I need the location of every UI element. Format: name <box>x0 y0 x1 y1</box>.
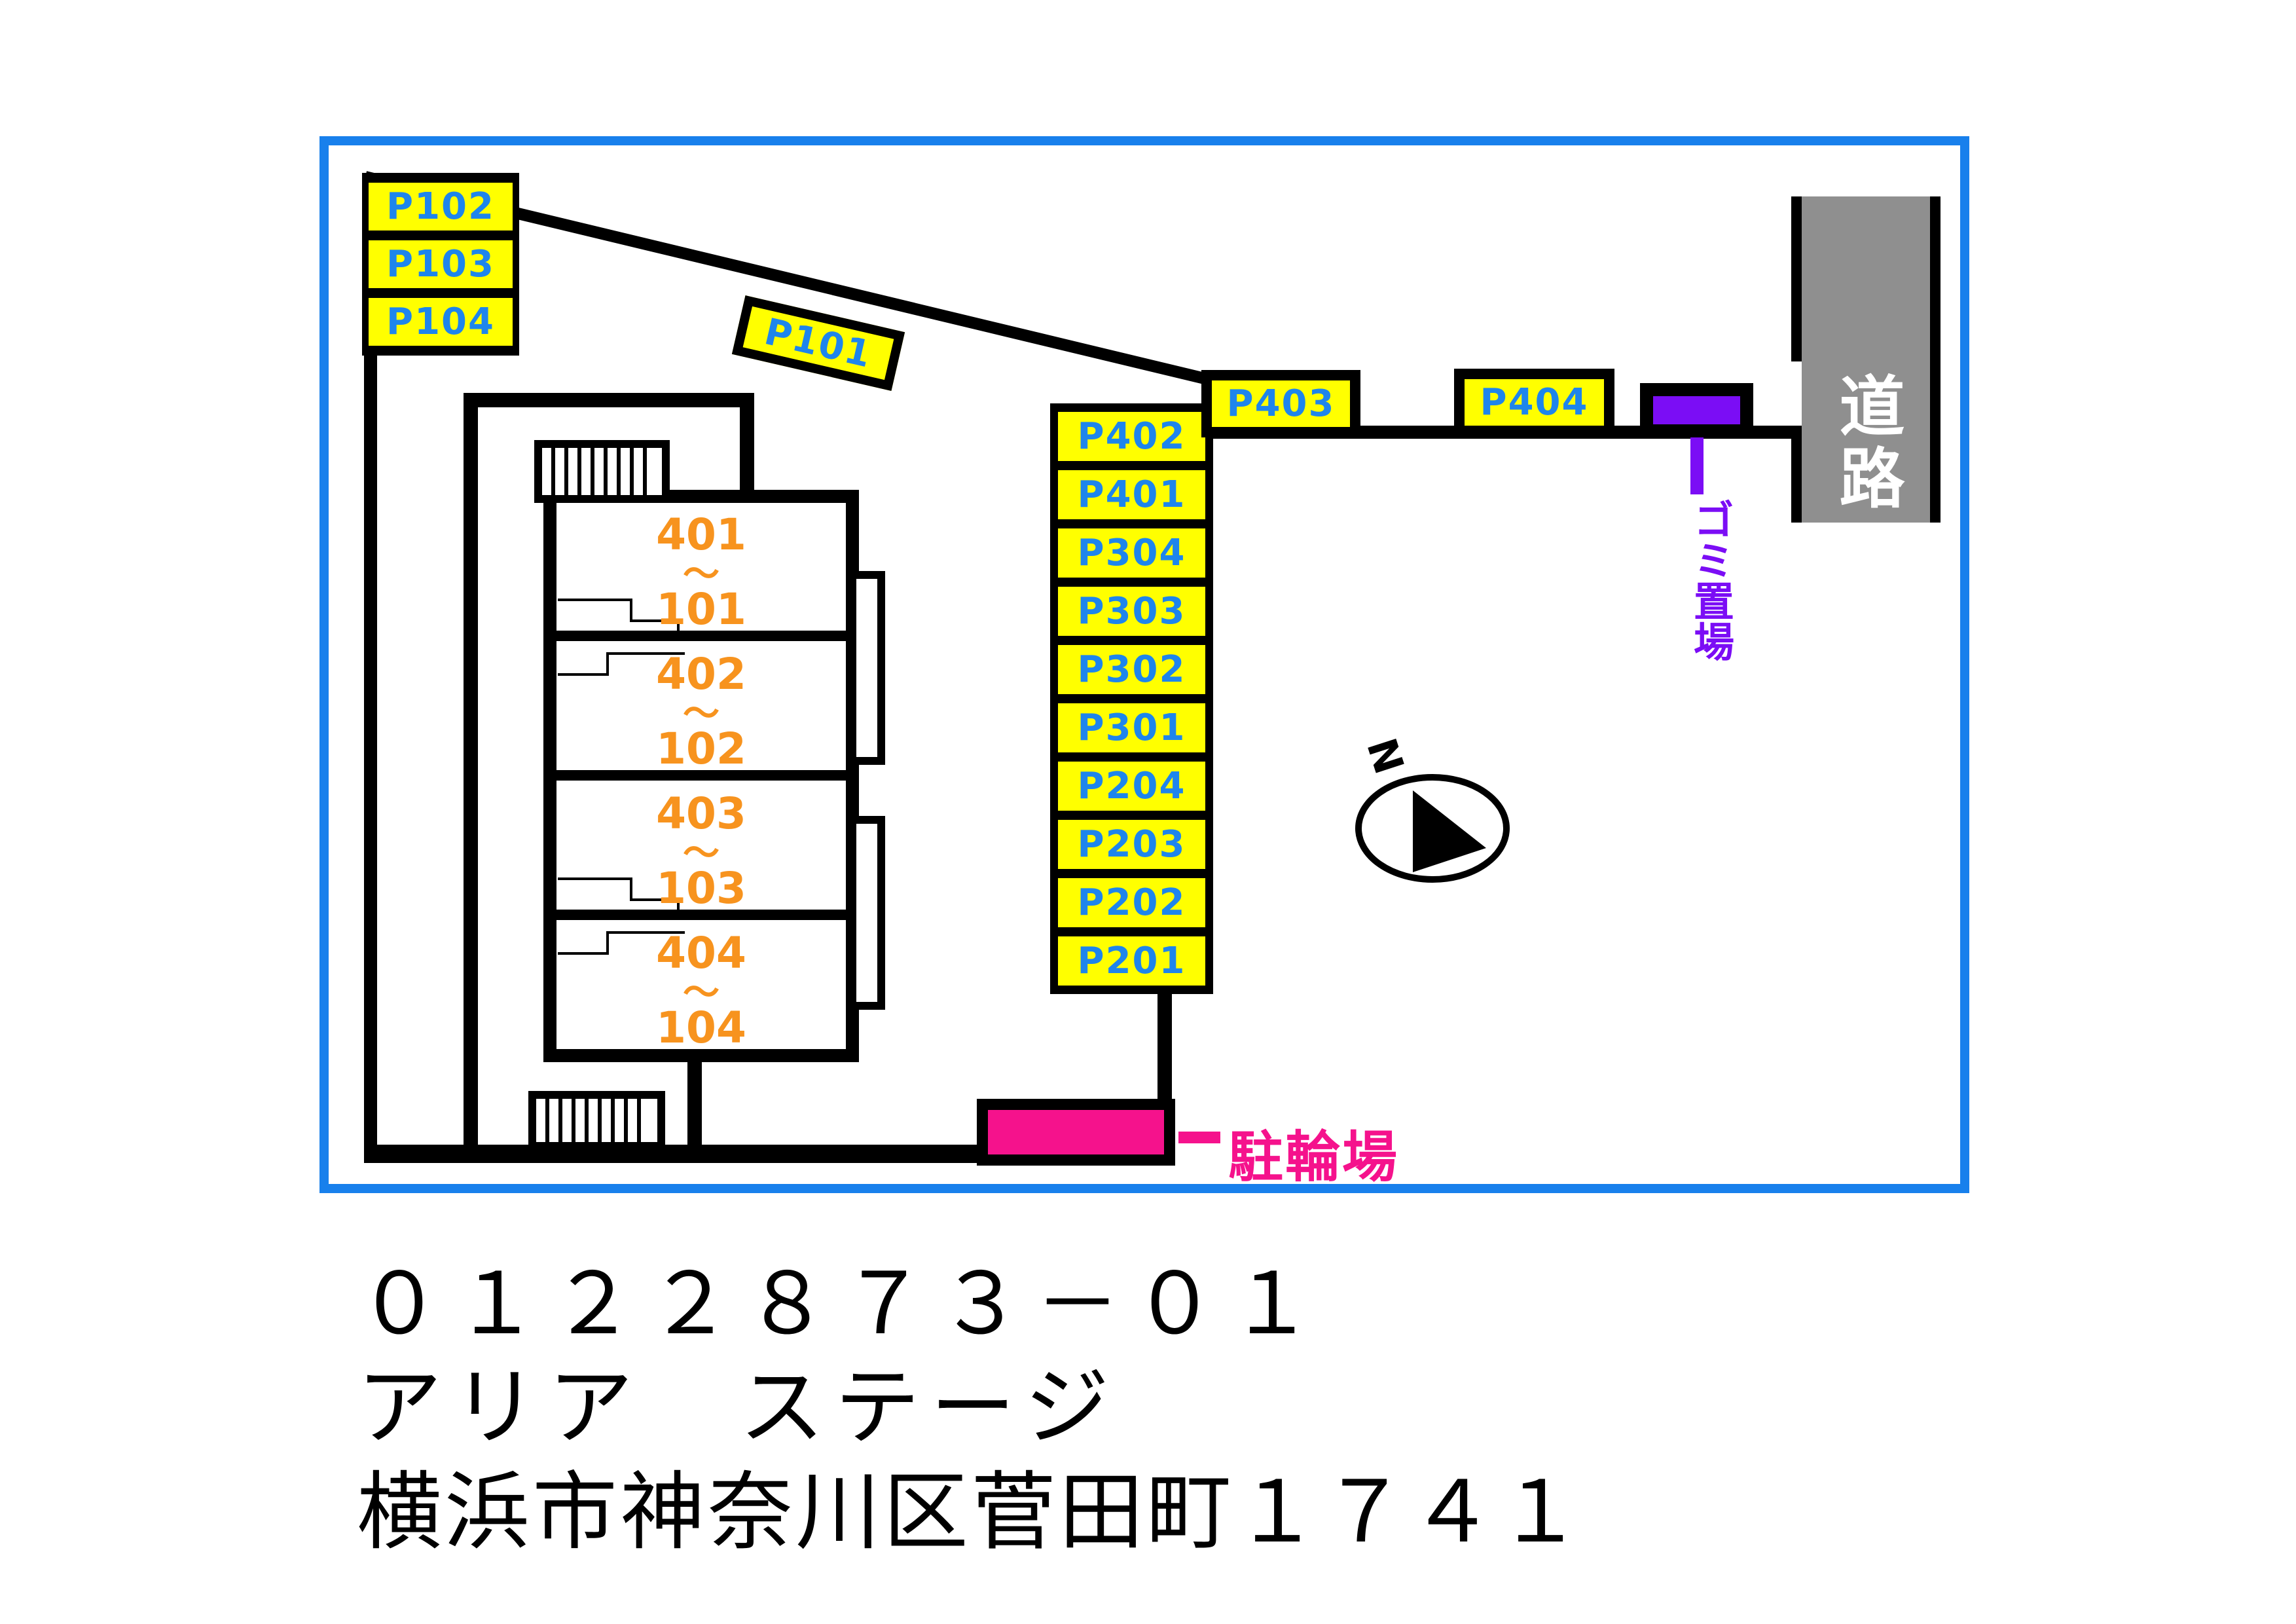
parking-spot-p202: P202 <box>1058 878 1205 927</box>
bicycle-callout-dash <box>1178 1132 1220 1143</box>
parking-spot-p403: P403 <box>1201 370 1360 437</box>
unit-number-upper-402: 402 <box>656 649 746 699</box>
footer-property-name: アリア ステージ <box>357 1361 1120 1456</box>
unit-number-upper-404: 404 <box>656 928 746 978</box>
unit-number-lower-103: 103 <box>656 863 746 913</box>
parking-spot-p203: P203 <box>1058 820 1205 869</box>
unit-range-tilde: ～ <box>683 553 720 596</box>
unit-range-tilde: ～ <box>683 972 720 1014</box>
bicycle-parking-box <box>977 1099 1175 1166</box>
balcony-upper <box>848 571 885 765</box>
door-zigzags <box>558 599 685 955</box>
unit-number-lower-104: 104 <box>656 1003 746 1053</box>
parking-spot-p102: P102 <box>369 183 513 231</box>
unit-number-lower-102: 102 <box>656 724 746 774</box>
footer-address: 横浜市神奈川区菅田町１７４１ <box>357 1466 1586 1560</box>
parking-spot-p204: P204 <box>1058 762 1205 811</box>
road-label: 道路 <box>1828 372 1904 516</box>
parking-spot-p201: P201 <box>1058 936 1205 986</box>
parking-spot-p301: P301 <box>1058 703 1205 752</box>
bicycle-parking-label: 駐輪場 <box>1228 1125 1400 1189</box>
parking-spot-p103: P103 <box>369 240 513 288</box>
parking-spot-p304: P304 <box>1058 528 1205 578</box>
unit-range-tilde: ～ <box>683 832 720 875</box>
road-area: 道路 <box>1802 196 1930 523</box>
parking-spot-p302: P302 <box>1058 645 1205 694</box>
parking-spot-p303: P303 <box>1058 587 1205 636</box>
unit-number-upper-403: 403 <box>656 788 746 839</box>
map-frame <box>319 136 1969 1193</box>
compass <box>1355 774 1510 883</box>
parking-spot-p401: P401 <box>1058 470 1205 519</box>
garbage-box <box>1640 383 1753 437</box>
garbage-label: ゴミ置場 <box>1686 499 1734 661</box>
unit-range-tilde: ～ <box>683 693 720 735</box>
parking-spot-p404: P404 <box>1454 369 1614 436</box>
parking-spot-p402: P402 <box>1058 412 1205 461</box>
footer-property-code: ０１２２８７３－０１ <box>357 1258 1326 1352</box>
staircase-lower-icon <box>528 1091 665 1150</box>
unit-number-lower-101: 101 <box>656 584 746 635</box>
balcony-lower <box>848 816 885 1010</box>
parking-spot-p104: P104 <box>369 298 513 346</box>
staircase-upper-icon <box>534 440 670 503</box>
unit-number-upper-401: 401 <box>656 509 746 560</box>
